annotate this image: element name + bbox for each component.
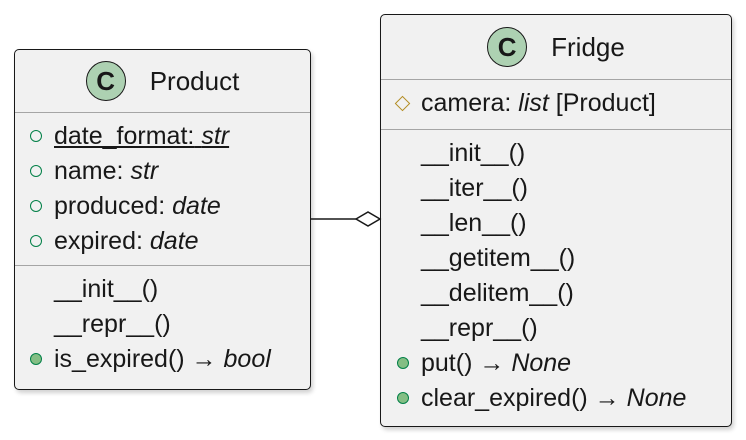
attribute-row: expired: date: [15, 224, 310, 259]
method-return-type: None: [511, 349, 572, 377]
method-row: clear_expired() → None: [381, 381, 731, 416]
method-name: __getitem__(): [421, 244, 576, 272]
method-row: __delitem__(): [381, 276, 731, 311]
method-name: __repr__(): [54, 310, 171, 338]
method-row: __init__(): [381, 136, 731, 171]
method-name: __iter__(): [421, 174, 528, 202]
class-stereotype-icon: C: [85, 61, 126, 101]
public-method-icon: [397, 392, 409, 404]
public-visibility-icon: [30, 200, 42, 212]
public-method-icon: [397, 357, 409, 369]
attribute-name: expired:: [54, 227, 143, 255]
attribute-list: camera: list [Product]: [381, 80, 731, 129]
attribute-name: date_format:: [54, 122, 195, 150]
section-divider: [381, 79, 731, 80]
method-name: __init__(): [54, 275, 159, 303]
method-name: __len__(): [421, 209, 527, 237]
class-name: Fridge: [551, 31, 625, 62]
method-return-type: bool: [223, 345, 271, 373]
section-divider: [15, 265, 310, 266]
method-row: is_expired() → bool: [15, 342, 310, 377]
attribute-row: date_format: str: [15, 119, 310, 154]
attribute-type: date: [172, 192, 221, 220]
public-visibility-icon: [30, 130, 42, 142]
section-divider: [381, 129, 731, 130]
method-row: __repr__(): [15, 307, 310, 342]
method-name: clear_expired() →: [421, 384, 620, 412]
method-row: __getitem__(): [381, 241, 731, 276]
method-row: __len__(): [381, 206, 731, 241]
method-row: put() → None: [381, 346, 731, 381]
method-name: __repr__(): [421, 314, 538, 342]
public-visibility-icon: [30, 165, 42, 177]
method-row: __init__(): [15, 272, 310, 307]
method-name: is_expired() →: [54, 345, 217, 373]
attribute-type-param: [Product]: [555, 89, 656, 117]
class-name: Product: [149, 65, 240, 96]
class-product[interactable]: C Product date_format: str name: str pro…: [14, 49, 311, 390]
public-method-icon: [30, 353, 42, 365]
attribute-name: produced:: [54, 192, 166, 220]
method-list: __init__() __iter__() __len__() __getite…: [381, 130, 731, 422]
aggregation-diamond-icon: [354, 211, 382, 227]
attribute-type: list: [518, 89, 549, 117]
attribute-row: name: str: [15, 154, 310, 189]
attribute-name: name:: [54, 157, 124, 185]
method-name: __delitem__(): [421, 279, 574, 307]
attribute-name: camera:: [421, 89, 512, 117]
method-list: __init__() __repr__() is_expired() → boo…: [15, 266, 310, 383]
class-product-header: C Product: [15, 50, 310, 112]
attribute-type: str: [130, 157, 159, 185]
attribute-type: str: [201, 122, 230, 150]
class-fridge[interactable]: C Fridge camera: list [Product] __init__…: [380, 14, 732, 427]
attribute-row: camera: list [Product]: [381, 86, 731, 121]
class-fridge-header: C Fridge: [381, 15, 731, 79]
class-stereotype-icon: C: [487, 27, 528, 67]
method-row: __repr__(): [381, 311, 731, 346]
method-name: put() →: [421, 349, 505, 377]
attribute-list: date_format: str name: str produced: dat…: [15, 113, 310, 265]
section-divider: [15, 112, 310, 113]
public-visibility-icon: [30, 235, 42, 247]
method-return-type: None: [626, 384, 687, 412]
attribute-type: date: [149, 227, 199, 255]
attribute-row: produced: date: [15, 189, 310, 224]
method-row: __iter__(): [381, 171, 731, 206]
method-name: __init__(): [421, 139, 526, 167]
